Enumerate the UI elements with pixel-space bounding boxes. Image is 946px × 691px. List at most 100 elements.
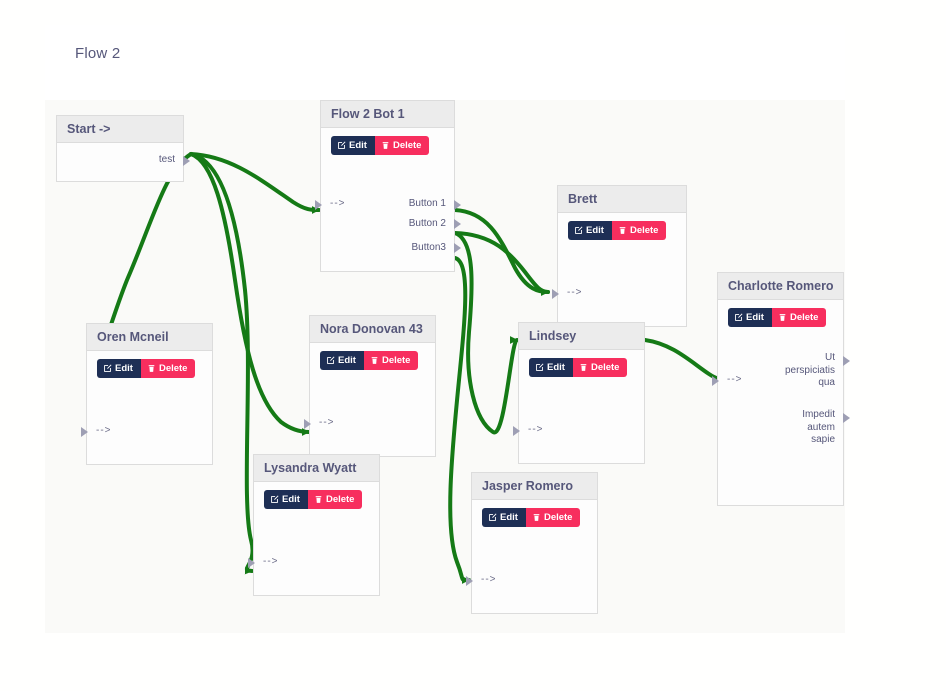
- edit-button[interactable]: Edit: [97, 359, 141, 378]
- node-body: Edit Delete -->: [466, 500, 597, 613]
- port-connector-in-icon[interactable]: [304, 419, 311, 429]
- delete-button-label: Delete: [381, 355, 411, 366]
- node-start[interactable]: Start -> test: [56, 115, 190, 182]
- delete-button-label: Delete: [590, 362, 620, 373]
- edit-button-label: Edit: [282, 494, 300, 505]
- port-label-button3: Button3: [411, 242, 446, 253]
- port-row-in[interactable]: -->: [81, 422, 212, 442]
- port-out-1-line2: perspiciatis: [784, 364, 835, 376]
- delete-button[interactable]: Delete: [140, 359, 196, 378]
- port-row-button2[interactable]: Button 2: [321, 215, 461, 239]
- port-connector-in-icon[interactable]: [712, 376, 719, 386]
- edit-button-label: Edit: [115, 363, 133, 374]
- port-out-1-line3: qua: [818, 377, 835, 388]
- port-label-in: -->: [263, 556, 279, 567]
- port-list: --> Ut perspiciatis qua Impedit autem sa…: [712, 352, 850, 505]
- edit-button[interactable]: Edit: [320, 351, 364, 370]
- port-row-test[interactable]: test: [57, 151, 190, 171]
- edit-button[interactable]: Edit: [331, 136, 375, 155]
- port-label-button2: Button 2: [408, 218, 446, 229]
- edit-button[interactable]: Edit: [728, 308, 772, 327]
- delete-button-label: Delete: [325, 494, 355, 505]
- node-title: Nora Donovan 43: [310, 316, 435, 343]
- edit-button[interactable]: Edit: [264, 490, 308, 509]
- node-flow2bot1[interactable]: Flow 2 Bot 1 Edit Delete -->: [315, 100, 461, 272]
- node-charlotte-romero[interactable]: Charlotte Romero Edit Delete -->: [712, 272, 850, 506]
- port-row-in[interactable]: -->: [513, 421, 644, 441]
- edit-button[interactable]: Edit: [568, 221, 612, 240]
- node-actions: Edit Delete: [254, 482, 379, 515]
- port-connector-out-2-icon[interactable]: [843, 413, 850, 423]
- pencil-square-icon: [104, 364, 112, 372]
- port-label-in: -->: [96, 425, 112, 436]
- flow-header-panel: Flow 2: [45, 25, 845, 100]
- node-body: Edit Delete --> Button 1 Button 2: [315, 128, 461, 271]
- node-spacer: [472, 533, 597, 571]
- node-title: Lindsey: [519, 323, 644, 350]
- port-connector-out-icon[interactable]: [454, 243, 461, 253]
- port-list: -->: [466, 571, 597, 613]
- port-connector-out-1-icon[interactable]: [843, 356, 850, 366]
- node-jasper-romero[interactable]: Jasper Romero Edit Delete -->: [466, 472, 598, 614]
- port-connector-in-icon[interactable]: [552, 289, 559, 299]
- edge-button3-to-jasper: [448, 256, 471, 584]
- node-actions: Edit Delete: [558, 213, 686, 246]
- port-connector-in-icon[interactable]: [81, 427, 88, 437]
- node-lysandra-wyatt[interactable]: Lysandra Wyatt Edit Delete -->: [248, 454, 380, 596]
- port-list: -->: [248, 553, 379, 595]
- port-label-in: -->: [319, 417, 335, 428]
- edit-button-label: Edit: [500, 512, 518, 523]
- delete-button[interactable]: Delete: [307, 490, 363, 509]
- port-row-in[interactable]: -->: [248, 553, 379, 573]
- edge-button2-to-lindsey: [453, 231, 519, 435]
- trash-icon: [371, 357, 378, 364]
- delete-button-label: Delete: [543, 512, 573, 523]
- port-row-button3[interactable]: Button3: [321, 239, 461, 261]
- node-nora-donovan[interactable]: Nora Donovan 43 Edit Delete -->: [304, 315, 436, 457]
- port-connector-in-icon[interactable]: [466, 576, 473, 586]
- edit-button[interactable]: Edit: [529, 358, 573, 377]
- port-row-in[interactable]: -->: [466, 571, 597, 591]
- port-row-button1[interactable]: --> Button 1: [315, 195, 461, 215]
- delete-button-label: Delete: [158, 363, 188, 374]
- node-oren-mcneil[interactable]: Oren Mcneil Edit Delete -->: [81, 323, 213, 465]
- edit-button-label: Edit: [338, 355, 356, 366]
- port-list: -->: [513, 421, 644, 463]
- node-brett[interactable]: Brett Edit Delete -->: [552, 185, 687, 327]
- port-connector-in-icon[interactable]: [248, 558, 255, 568]
- node-title: Flow 2 Bot 1: [321, 101, 454, 128]
- pencil-square-icon: [536, 363, 544, 371]
- node-body: Edit Delete -->: [304, 343, 435, 456]
- port-row-in[interactable]: -->: [712, 371, 843, 391]
- flow-canvas[interactable]: Start -> test Flow 2 Bot 1 Edit: [45, 100, 850, 633]
- delete-button[interactable]: Delete: [572, 358, 628, 377]
- delete-button[interactable]: Delete: [374, 136, 430, 155]
- trash-icon: [148, 365, 155, 372]
- port-out-1-line1: Ut: [825, 352, 835, 363]
- trash-icon: [533, 514, 540, 521]
- pencil-square-icon: [271, 495, 279, 503]
- node-actions: Edit Delete: [310, 343, 435, 376]
- node-actions: Edit Delete: [519, 350, 644, 383]
- delete-button[interactable]: Delete: [771, 308, 827, 327]
- node-lindsey[interactable]: Lindsey Edit Delete -->: [513, 322, 645, 464]
- port-connector-out-icon[interactable]: [183, 156, 190, 166]
- delete-button-label: Delete: [392, 140, 422, 151]
- port-connector-out-icon[interactable]: [454, 200, 461, 210]
- delete-button[interactable]: Delete: [611, 221, 667, 240]
- port-out-2-line1: Impedit: [802, 409, 835, 420]
- pencil-square-icon: [338, 141, 346, 149]
- delete-button[interactable]: Delete: [363, 351, 419, 370]
- port-connector-in-icon[interactable]: [513, 426, 520, 436]
- edit-button[interactable]: Edit: [482, 508, 526, 527]
- port-row-in[interactable]: -->: [304, 414, 435, 434]
- pencil-square-icon: [327, 356, 335, 364]
- port-label-in: -->: [567, 287, 583, 298]
- port-connector-in-icon[interactable]: [315, 200, 322, 210]
- port-list: -->: [304, 414, 435, 456]
- port-connector-out-icon[interactable]: [454, 219, 461, 229]
- trash-icon: [580, 364, 587, 371]
- delete-button[interactable]: Delete: [525, 508, 581, 527]
- port-label-in: -->: [330, 198, 346, 209]
- port-row-in[interactable]: -->: [552, 284, 686, 304]
